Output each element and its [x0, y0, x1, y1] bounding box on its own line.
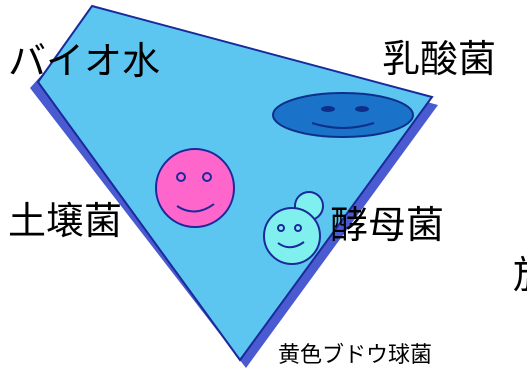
label-soil-bacteria: 土壌菌 [8, 199, 122, 243]
label-partial-offscreen: 放 [513, 253, 527, 297]
label-lactic-acid-bacteria: 乳酸菌 [382, 37, 496, 81]
soil-bacteria-face [155, 148, 235, 228]
label-yeast: 酵母菌 [330, 203, 444, 247]
label-staphylococcus-aureus: 黄色ブドウ球菌 [278, 343, 432, 368]
lactic-acid-bacteria-face [272, 92, 414, 138]
yeast-face [263, 191, 324, 265]
label-bio-water: バイオ水 [8, 39, 160, 83]
